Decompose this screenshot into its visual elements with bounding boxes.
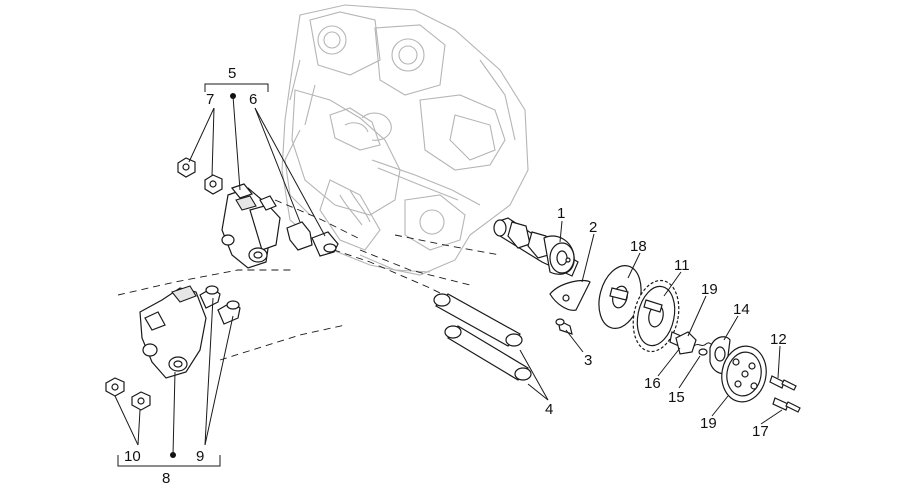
label-6: 6 [249, 91, 257, 108]
part-labels: 5 7 6 1 2 18 11 19 14 12 3 16 15 4 19 17… [124, 65, 787, 487]
label-10: 10 [124, 448, 141, 465]
label-7: 7 [206, 91, 214, 108]
label-16: 16 [644, 375, 661, 392]
label-17: 17 [752, 423, 769, 440]
retaining-plate [549, 279, 591, 335]
label-18: 18 [630, 238, 647, 255]
label-9: 9 [196, 448, 204, 465]
camshaft-sprocket [632, 279, 691, 353]
label-19-lower: 19 [700, 415, 717, 432]
camshaft [493, 217, 579, 277]
label-14: 14 [733, 301, 750, 318]
label-15: 15 [668, 389, 685, 406]
label-3: 3 [584, 352, 592, 369]
cover-bolts [769, 375, 801, 413]
label-19-upper: 19 [701, 281, 718, 298]
label-2: 2 [589, 219, 597, 236]
leader-lines [114, 83, 783, 467]
label-4: 4 [545, 401, 553, 418]
cylinder-head-ghost [281, 4, 529, 276]
upper-rocker-assembly [177, 157, 339, 269]
decompressor-disc [598, 265, 642, 329]
label-11: 11 [674, 257, 690, 274]
lower-rocker-assembly [105, 285, 241, 411]
rocker-shafts [433, 293, 532, 381]
label-8: 8 [162, 470, 170, 487]
sprocket-cover [721, 345, 767, 403]
label-12: 12 [770, 331, 787, 348]
label-1: 1 [557, 205, 565, 222]
label-5: 5 [228, 65, 236, 82]
